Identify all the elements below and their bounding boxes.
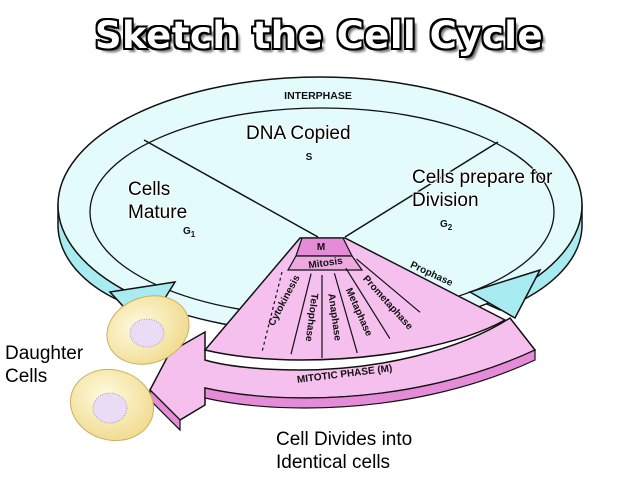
divides-annotation: Cell Divides into Identical cells [276,428,413,474]
daughter-cells-annotation: Daughter Cells [5,343,84,387]
nucleus [92,392,128,424]
s-annotation: DNA Copied [246,123,351,144]
g2-phase-code: G2 [440,219,453,232]
s-g2-divider [344,141,499,238]
nucleus [129,318,165,348]
g1-phase-code: G1 [183,226,196,239]
interphase-label: INTERPHASE [284,90,352,102]
daughter-cell-upper [106,295,190,365]
slide-title: Sketch the Cell Cycle [94,14,544,57]
stage-separator [345,267,391,339]
mitosis-band [286,255,364,271]
g2-annotation: Cells prepare for Division [412,167,553,211]
mitosis-stage-lines [290,258,421,358]
s-g1-divider [143,139,319,238]
g1-annotation: Cells Mature [128,179,188,223]
stage-separator [333,273,358,354]
mitotic-arrow-depth-2 [204,349,536,409]
g2-arrow-head [468,268,542,320]
stage-separator [356,258,421,313]
cytokinesis-divider [261,271,283,353]
mitosis-wedge [203,237,507,361]
mitosis-label: Mitosis [308,256,344,272]
stage-separator [290,273,312,355]
m-code: M [317,242,325,253]
daughter-cell-lower [69,368,155,442]
s-phase-code: S [306,152,313,163]
